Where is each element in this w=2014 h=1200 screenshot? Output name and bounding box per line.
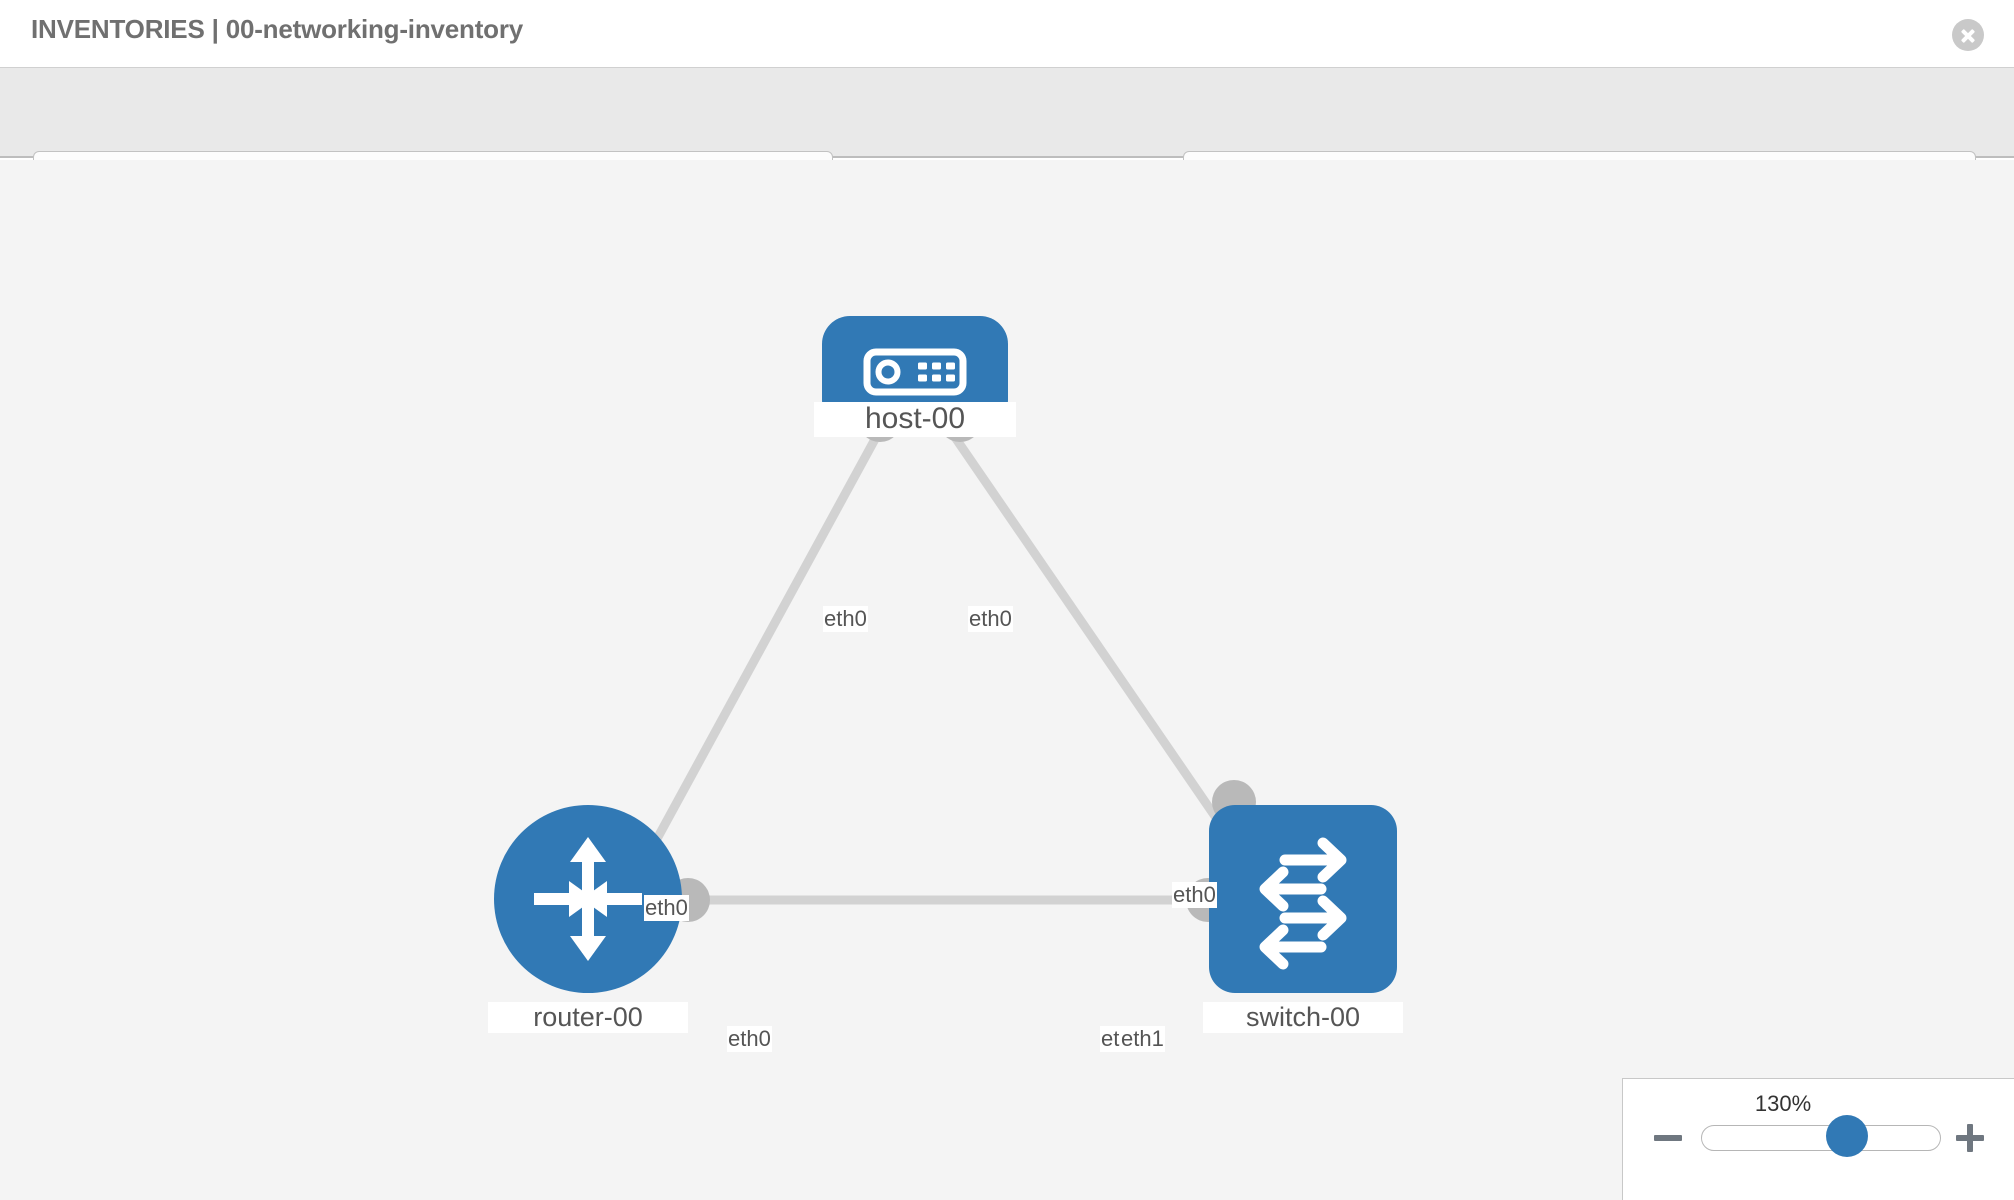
port-label-switch-up: eth0 [1172,882,1217,909]
zoom-level-label: 130% [1754,1091,1812,1116]
page-title: INVENTORIES | 00-networking-inventory [31,14,524,44]
node-switch-00-label: switch-00 [1203,1002,1403,1034]
node-router-00-label: router-00 [488,1002,688,1034]
link-router-host [636,427,884,873]
link-host-switch [946,427,1249,863]
zoom-slider-thumb[interactable] [1825,1115,1868,1157]
server-device-icon [863,348,967,396]
page-header: INVENTORIES | 00-networking-inventory [0,0,2014,68]
node-switch-00[interactable]: switch-00 [1203,805,1403,1034]
topology-links-svg [636,427,1249,905]
port-label-host-right: eth0 [968,606,1013,633]
switch-arrows-icon [1259,837,1347,970]
node-switch-00-shape [1209,805,1397,993]
node-host-00[interactable]: host-00 [814,316,1016,437]
node-host-00-label: host-00 [814,402,1016,437]
router-arrows-icon [534,837,642,961]
port-label-router-up: eth0 [644,895,689,922]
zoom-control-panel: 130% [1622,1078,2014,1200]
close-icon[interactable] [1952,19,1984,51]
port-label-switch-left-front: eth1 [1120,1026,1165,1053]
zoom-slider-track[interactable] [1701,1125,1941,1151]
zoom-in-button[interactable] [1953,1121,1987,1155]
toolbar: ACTIONS SEARCH [0,68,2014,203]
port-label-router-right: eth0 [727,1026,772,1053]
port-label-host-left: eth0 [823,606,868,633]
topology-canvas[interactable]: host-00 [0,160,2014,1200]
zoom-out-button[interactable] [1651,1121,1685,1155]
